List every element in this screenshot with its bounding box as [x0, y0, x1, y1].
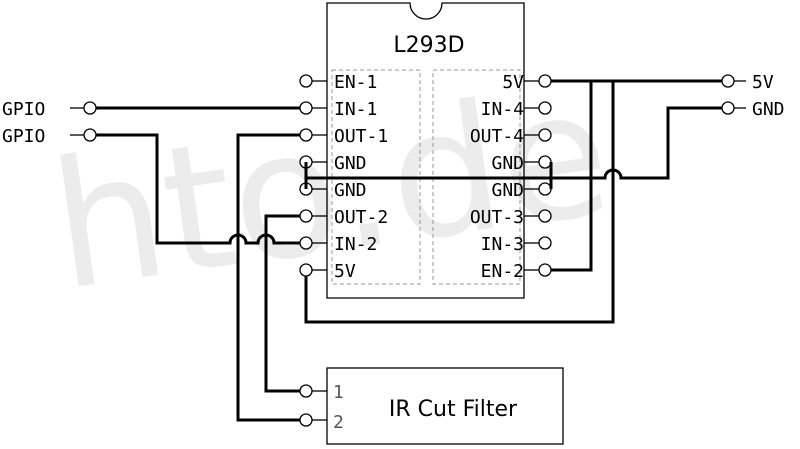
pin-circle-gnd-right-1: [538, 155, 552, 169]
pin-label-en-2: EN-2: [481, 261, 524, 282]
watermark: hto.de: [41, 51, 622, 330]
pin-circle-out-2: [299, 209, 313, 223]
chip-title: L293D: [393, 33, 464, 58]
pin-label-5v-right: 5V: [502, 72, 524, 93]
pin-label-gnd-left-1: GND: [334, 153, 367, 174]
filter-pin-1-label: 1: [333, 382, 344, 403]
filter-pin-1-terminal: [299, 384, 313, 398]
gpio-label-2: GPIO: [2, 126, 45, 147]
pin-circle-in-4: [538, 101, 552, 115]
pin-circle-en-1: [299, 74, 313, 88]
wire-out2-filter1: [264, 214, 300, 393]
pin-circle-in-2: [299, 236, 313, 250]
ext-gnd-label: GND: [752, 99, 785, 120]
wire-en2-tie: [551, 81, 593, 272]
pin-circle-5v-left: [299, 263, 313, 277]
ir-cut-filter-label: IR Cut Filter: [389, 397, 518, 422]
pin-label-gnd-right-2: GND: [491, 180, 524, 201]
chip-right-half-box: [432, 69, 521, 285]
gpio-terminal-2: [83, 128, 97, 142]
pin-label-out-3: OUT-3: [470, 207, 524, 228]
pin-circle-in-3: [538, 236, 552, 250]
wire-out1-filter2: [236, 133, 300, 422]
ext-5v-terminal: [721, 74, 735, 88]
pin-label-in-2: IN-2: [334, 234, 377, 255]
pin-circle-out-3: [538, 209, 552, 223]
pin-circle-out-4: [538, 128, 552, 142]
pin-label-in-1: IN-1: [334, 99, 377, 120]
wire-5v-bus: [304, 81, 615, 324]
wire-gnd-bus: [306, 106, 722, 180]
pin-label-in-3: IN-3: [481, 234, 524, 255]
pin-circle-en-2: [538, 263, 552, 277]
pin-label-in-4: IN-4: [481, 99, 524, 120]
pin-circle-gnd-right-2: [538, 182, 552, 196]
gpio-label-1: GPIO: [2, 99, 45, 120]
wire-gpio2-in2: [96, 133, 300, 245]
pin-label-out-4: OUT-4: [470, 126, 524, 147]
pin-circle-out-1: [299, 128, 313, 142]
pin-label-gnd-left-2: GND: [334, 180, 367, 201]
pin-circle-5v-right: [538, 74, 552, 88]
chip-body: [326, 2, 525, 299]
pin-label-en-1: EN-1: [334, 72, 377, 93]
gpio-terminal-1: [83, 101, 97, 115]
pin-label-gnd-right-1: GND: [491, 153, 524, 174]
ext-gnd-terminal: [721, 101, 735, 115]
pin-label-5v-left: 5V: [334, 261, 356, 282]
pin-label-out-2: OUT-2: [334, 207, 388, 228]
ext-5v-label: 5V: [752, 72, 774, 93]
pin-label-out-1: OUT-1: [334, 126, 388, 147]
ir-cut-filter-box: [326, 367, 564, 445]
filter-pin-2-label: 2: [333, 412, 344, 433]
filter-pin-2-terminal: [299, 413, 313, 427]
pin-circle-in-1: [299, 101, 313, 115]
